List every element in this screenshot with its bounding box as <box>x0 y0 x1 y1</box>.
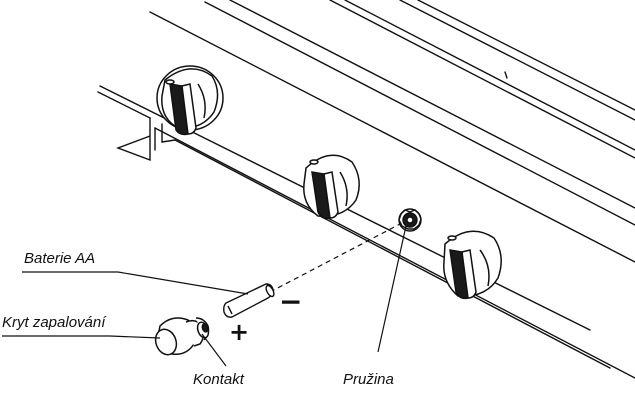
aa-battery <box>223 283 275 318</box>
label-ignition-cover: Kryt zapalování <box>2 314 106 331</box>
burner-knob-1 <box>156 65 224 136</box>
insertion-path <box>269 223 401 293</box>
label-spring: Pružina <box>343 371 394 388</box>
leader-lines <box>2 225 407 367</box>
label-contact: Kontakt <box>193 371 244 388</box>
burner-knob-3 <box>443 230 502 300</box>
positive-sign: + <box>229 318 250 346</box>
ignition-cap <box>154 317 210 356</box>
leader-cap <box>2 335 161 339</box>
leader-contact <box>201 333 227 367</box>
leader-battery <box>22 271 249 295</box>
burner-knob-2 <box>303 154 360 220</box>
grill-body <box>97 0 635 379</box>
ignition-socket <box>398 208 422 232</box>
negative-sign: − <box>279 285 303 318</box>
label-battery: Baterie AA <box>24 250 96 267</box>
leader-spring <box>377 225 407 353</box>
